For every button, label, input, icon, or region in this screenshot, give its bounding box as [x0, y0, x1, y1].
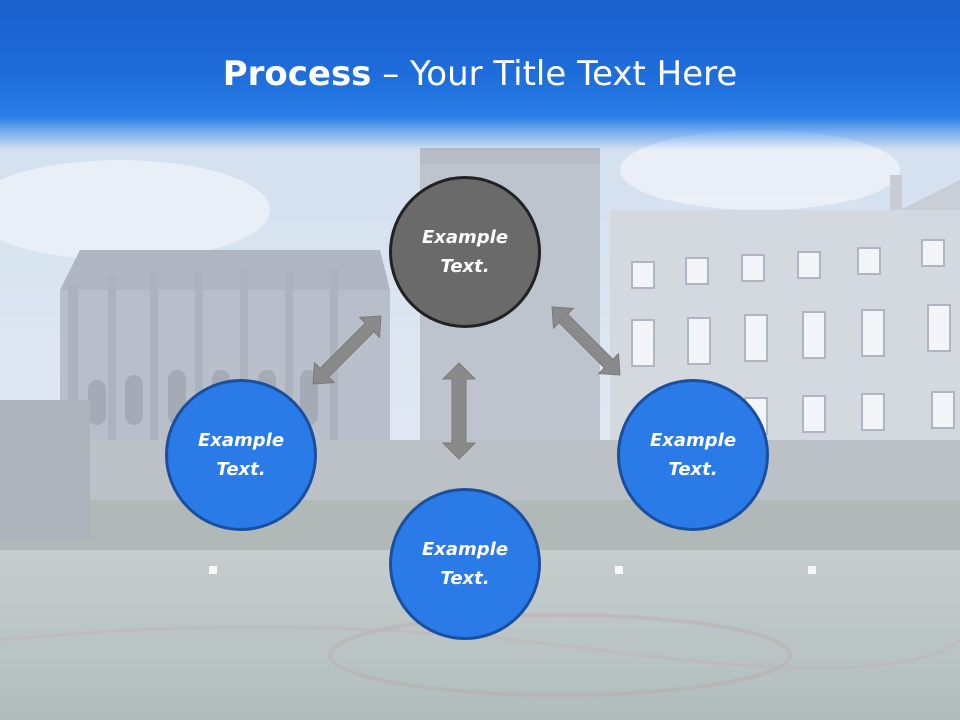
node-top-circle: Example Text. — [389, 176, 541, 328]
node-left-circle: Example Text. — [165, 379, 317, 531]
double-arrow-icon — [312, 315, 382, 385]
slide-title: Process – Your Title Text Here — [0, 52, 960, 96]
title-bar — [0, 0, 960, 150]
node-right-circle: Example Text. — [617, 379, 769, 531]
node-bottom-text: Example Text. — [421, 539, 509, 589]
double-arrow-icon — [551, 306, 621, 376]
node-top-text: Example Text. — [421, 227, 509, 277]
node-bottom-circle: Example Text. — [389, 488, 541, 640]
double-arrow-icon — [441, 362, 477, 460]
node-right-text: Example Text. — [649, 430, 737, 480]
title-rest: – Your Title Text Here — [371, 54, 738, 94]
node-left-text: Example Text. — [197, 430, 285, 480]
title-bold: Process — [222, 54, 372, 94]
